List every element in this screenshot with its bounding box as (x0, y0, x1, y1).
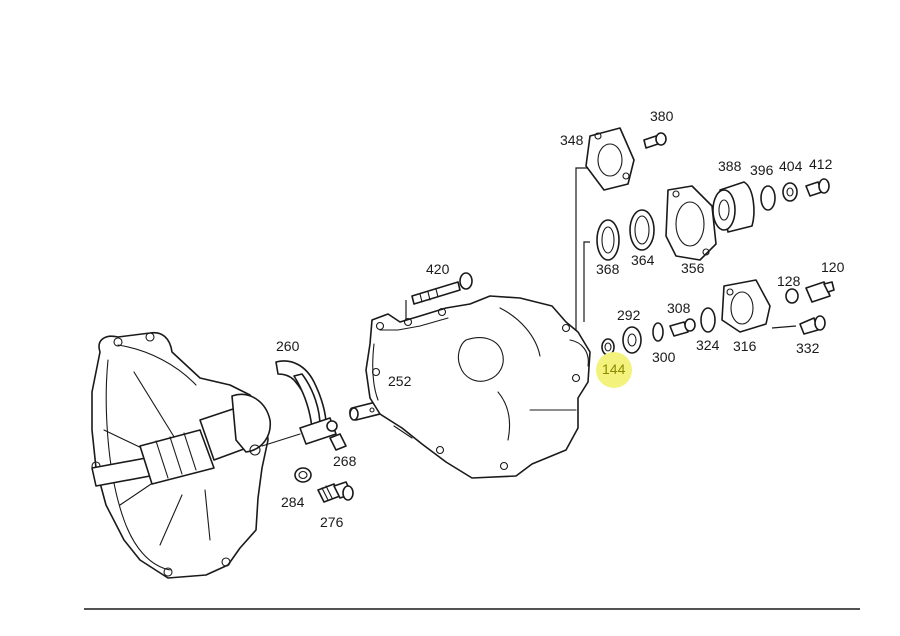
ring-396[interactable] (760, 185, 776, 211)
callout-396: 396 (750, 162, 774, 178)
callout-144[interactable]: 144 (602, 361, 626, 377)
screw-380[interactable] (643, 132, 667, 149)
bearing-housing-356[interactable] (665, 185, 717, 261)
callout-412: 412 (809, 156, 833, 172)
washer-284[interactable] (294, 467, 312, 483)
highlight-marker (596, 352, 632, 388)
callout-300: 300 (652, 349, 676, 365)
callout-316: 316 (733, 338, 757, 354)
callout-388: 388 (718, 158, 742, 174)
shift-fork-260[interactable] (261, 360, 338, 447)
seal-364[interactable] (629, 209, 655, 251)
callout-252: 252 (388, 373, 412, 389)
housing-316[interactable] (721, 279, 771, 333)
callout-120: 120 (821, 259, 845, 275)
gearbox-case[interactable] (365, 295, 591, 479)
bolt-308[interactable] (669, 318, 696, 337)
seal-368[interactable] (596, 219, 620, 261)
nut-412[interactable] (805, 178, 830, 197)
cover-plate-348[interactable] (585, 127, 635, 191)
callout-348: 348 (560, 132, 584, 148)
callout-356: 356 (681, 260, 705, 276)
washer-128[interactable] (785, 288, 799, 304)
leader-348 (575, 167, 588, 330)
leader-292 (583, 241, 590, 322)
washer-404[interactable] (782, 182, 798, 202)
callout-308: 308 (667, 300, 691, 316)
bell-housing[interactable] (91, 331, 271, 579)
callout-260: 260 (276, 338, 300, 354)
plug-screw-276[interactable] (317, 481, 354, 503)
pin-268[interactable] (329, 433, 347, 451)
flange-388[interactable] (712, 181, 755, 233)
callout-332: 332 (796, 340, 820, 356)
callout-380: 380 (650, 108, 674, 124)
bolt-332[interactable] (771, 315, 826, 335)
bolt-420[interactable] (405, 272, 473, 320)
callout-404: 404 (779, 158, 803, 174)
bearing-292[interactable] (622, 326, 642, 354)
callout-368: 368 (596, 261, 620, 277)
ring-324[interactable] (700, 307, 716, 333)
callout-420: 420 (426, 261, 450, 277)
callout-364: 364 (631, 252, 655, 268)
callout-128: 128 (777, 273, 801, 289)
ring-300[interactable] (652, 322, 664, 342)
sensor-120[interactable] (805, 281, 835, 303)
callout-292: 292 (617, 307, 641, 323)
callout-268: 268 (333, 453, 357, 469)
callout-276: 276 (320, 514, 344, 530)
callout-284: 284 (281, 494, 305, 510)
callout-324: 324 (696, 337, 720, 353)
